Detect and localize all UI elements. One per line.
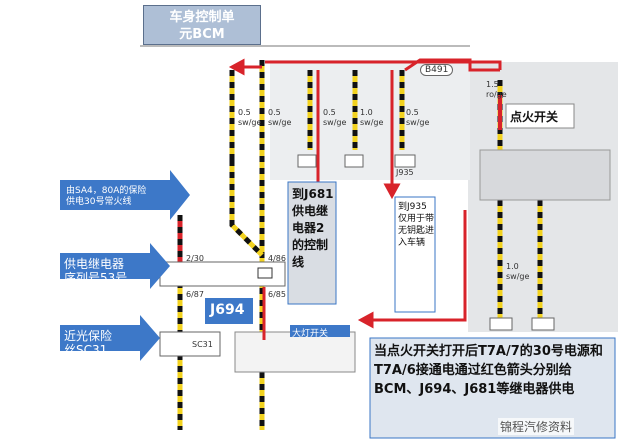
relay-coil: [257, 267, 273, 279]
wire-label-w7: 1.0: [506, 262, 519, 271]
watermark: 锦程汽修资料: [498, 418, 575, 435]
wire-label-w4b: sw/ge: [360, 118, 384, 127]
fuse-input-line2: 供电30号常火线: [66, 197, 132, 207]
j681-note-bg: [287, 181, 337, 305]
relay-label: 供电继电器 序列号53号: [64, 257, 154, 285]
wire-label-w1: 0.5: [238, 108, 251, 117]
bcm-line2: 元BCM: [179, 27, 225, 42]
wire-label-w1b: sw/ge: [238, 118, 262, 127]
relay-line2: 序列号53号: [64, 271, 128, 285]
relay-line1: 供电继电器: [64, 257, 125, 271]
fuse-input-label: 由SA4，80A的保险 供电30号常火线: [66, 186, 168, 208]
wire-label-w2b: sw/ge: [268, 118, 292, 127]
pin-6-85: 6/85: [268, 290, 286, 299]
j935-pin: J935: [396, 168, 414, 177]
headlight-switch-panel: [234, 331, 356, 373]
wire-label-w6: 1.5: [486, 80, 499, 89]
ignition-switch-label: 点火开关: [510, 110, 559, 124]
main-caption: 当点火开关打开后T7A/7的30号电源和T7A/6接通电通过红色箭头分别给BCM…: [374, 344, 603, 397]
j935-note-bg: [394, 196, 436, 313]
j935-note: 到J935仅用于带无钥匙进入车辆: [398, 202, 435, 248]
connector-block-2: [531, 317, 555, 331]
connector-block-1: [489, 317, 513, 331]
sc31-pin: SC31: [192, 340, 213, 349]
fuse-box: [159, 331, 221, 357]
wire-label-w5b: sw/ge: [406, 118, 430, 127]
low-beam-fuse-line1: 近光保险: [64, 329, 113, 343]
pin-4-86: 4/86: [268, 254, 286, 263]
wire-label-w7b: sw/ge: [506, 272, 530, 281]
ignition-label-bg: [505, 103, 575, 129]
pin-6-87: 6/87: [186, 290, 204, 299]
bcm-box: 车身控制单 元BCM: [143, 5, 261, 45]
pin-2-30: 2/30: [186, 254, 204, 263]
j694-label-bg: [205, 298, 253, 324]
blue-arrows: [60, 170, 350, 361]
wire-label-w4: 1.0: [360, 108, 373, 117]
headlight-switch-label: 大灯开关: [292, 329, 329, 339]
ignition-switch-body: [479, 149, 611, 201]
red-signal-arrows: [228, 58, 502, 340]
connector-a: [297, 154, 317, 168]
low-beam-fuse-line2: 丝SC31: [64, 343, 108, 357]
j681-note: 到J681供电继电器2的控制线: [292, 187, 334, 269]
caption-bg: [369, 337, 616, 439]
wire-label-w5: 0.5: [406, 108, 419, 117]
wire-label-w3: 0.5: [323, 108, 336, 117]
connector-j935: [394, 154, 416, 168]
low-beam-fuse-label: 近光保险 丝SC31: [64, 329, 144, 357]
j694-label: J694: [210, 302, 245, 318]
wire-label-w2: 0.5: [268, 108, 281, 117]
b491-label: B491: [420, 64, 454, 76]
wire-label-w6b: ro/ge: [486, 90, 507, 99]
connector-b: [344, 154, 364, 168]
fuse-input-line1: 由SA4，80A的保险: [66, 186, 147, 196]
bcm-line1: 车身控制单: [169, 10, 235, 25]
wire-label-w3b: sw/ge: [323, 118, 347, 127]
